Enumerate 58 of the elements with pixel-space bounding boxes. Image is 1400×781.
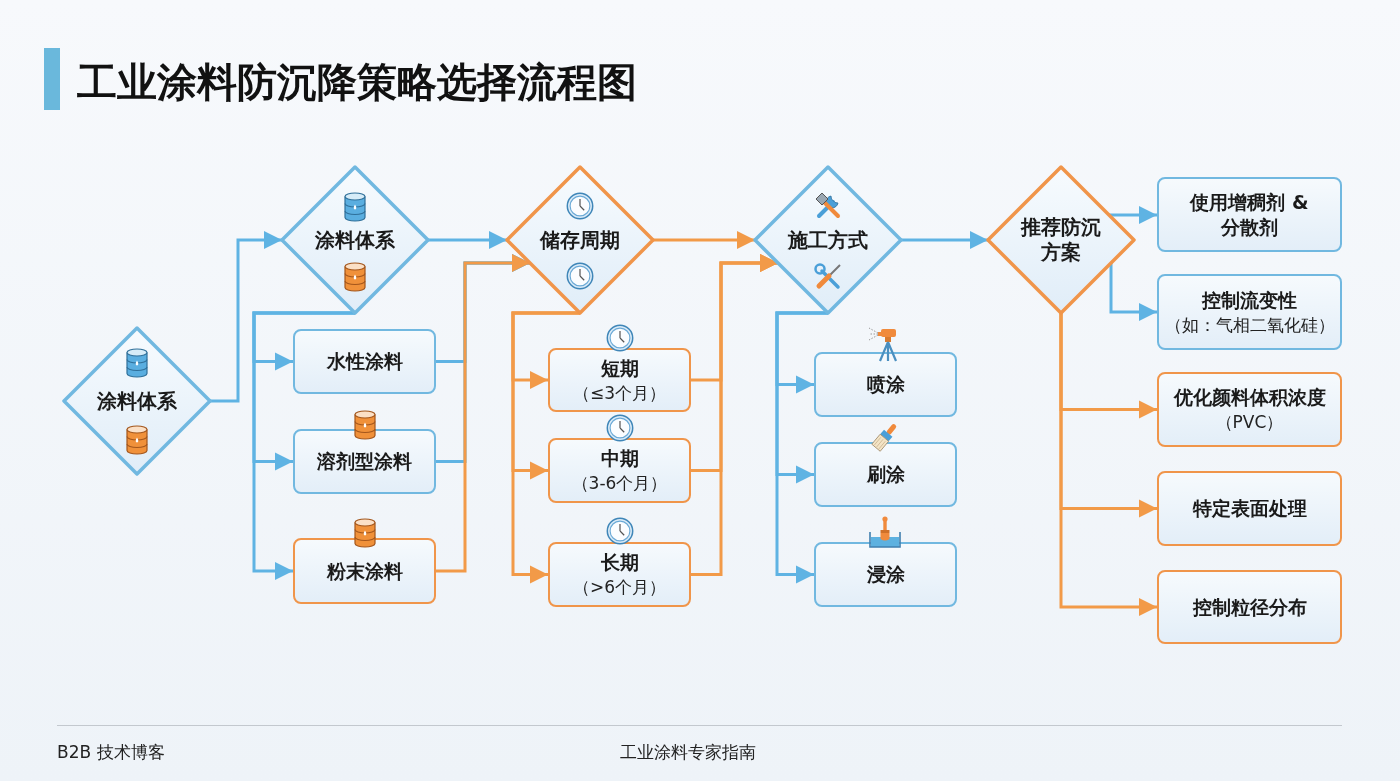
title: 工业涂料防沉降策略选择流程图 bbox=[77, 58, 637, 107]
node-label: 控制流变性 bbox=[1202, 287, 1297, 313]
footer-text: 工业涂料专家指南 bbox=[620, 741, 756, 764]
node-label: 浸涂 bbox=[866, 562, 905, 587]
decision-diamond bbox=[62, 326, 212, 476]
process-box bbox=[1157, 471, 1342, 546]
arrow bbox=[1059, 313, 1157, 616]
node-label: 水性涂料 bbox=[326, 349, 403, 374]
arrow bbox=[436, 254, 530, 573]
process-box bbox=[814, 352, 957, 417]
arrow bbox=[691, 254, 778, 576]
decision-diamond bbox=[505, 165, 655, 315]
process-box bbox=[814, 442, 957, 507]
arrow bbox=[428, 231, 507, 249]
process-box bbox=[814, 542, 957, 607]
node-label: 粉末涂料 bbox=[326, 558, 403, 584]
decision-diamond bbox=[986, 165, 1136, 315]
detail-text: （如：气相二氧化硅） bbox=[1164, 313, 1335, 337]
node-label: 涂料体系 bbox=[315, 227, 395, 253]
detail-text: （PVC） bbox=[1215, 411, 1284, 434]
process-box bbox=[293, 329, 436, 394]
node-label: 施工方式 bbox=[788, 227, 868, 253]
node-label: 储存周期 bbox=[540, 227, 620, 253]
node-label: 优化颜料体积浓度 bbox=[1173, 385, 1326, 410]
node-label: 短期 bbox=[600, 355, 639, 381]
arrow bbox=[210, 231, 282, 403]
node-label: 喷涂 bbox=[866, 372, 905, 397]
footer-text: B2B 技术博客 bbox=[57, 741, 165, 764]
arrow bbox=[252, 311, 355, 580]
arrow bbox=[775, 311, 828, 584]
process-box bbox=[548, 348, 691, 412]
arrow bbox=[1109, 263, 1157, 321]
detail-text: （3-6个月） bbox=[571, 472, 668, 495]
process-box bbox=[1157, 372, 1342, 447]
detail-text: （≤3个月） bbox=[572, 381, 667, 405]
node-label: 长期 bbox=[600, 550, 639, 575]
arrow bbox=[653, 231, 755, 249]
decision-diamond bbox=[753, 165, 903, 315]
node-label: 中期 bbox=[600, 446, 639, 471]
arrow bbox=[901, 231, 988, 249]
process-box bbox=[1157, 274, 1342, 350]
node-label: 溶剂型涂料 bbox=[317, 449, 412, 474]
process-box bbox=[548, 438, 691, 503]
process-box bbox=[1157, 177, 1342, 252]
arrow bbox=[511, 311, 580, 584]
node-label: 控制粒径分布 bbox=[1192, 594, 1307, 620]
decision-diamond bbox=[280, 165, 430, 315]
detail-text: （>6个月） bbox=[572, 576, 667, 599]
node-label: 特定表面处理 bbox=[1192, 496, 1307, 521]
process-box bbox=[548, 542, 691, 607]
process-box bbox=[1157, 570, 1342, 644]
node-label: 使用增稠剂 & 分散剂 bbox=[1188, 189, 1310, 240]
node-label: 推荐防沉方案 bbox=[1019, 215, 1102, 265]
node-label: 涂料体系 bbox=[97, 388, 177, 414]
process-box bbox=[293, 429, 436, 494]
node-label: 刷涂 bbox=[866, 462, 905, 487]
arrow bbox=[1109, 206, 1157, 224]
process-box bbox=[293, 538, 436, 604]
